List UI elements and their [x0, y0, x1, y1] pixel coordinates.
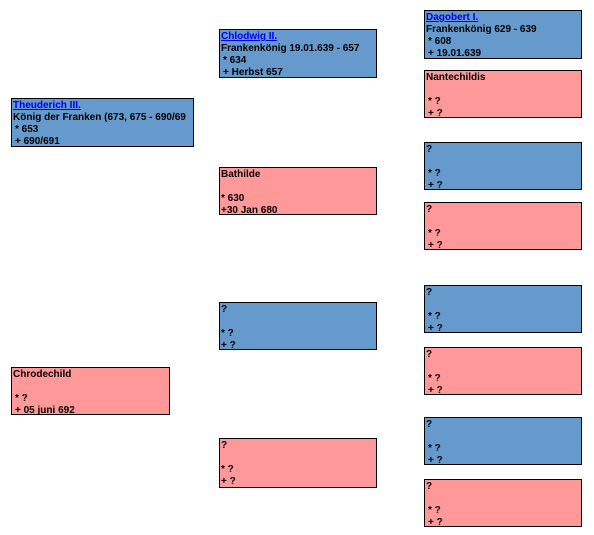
- person-name: ?: [221, 304, 228, 315]
- person-birth: * ?: [428, 228, 441, 239]
- person-name: Chrodechild: [13, 369, 72, 380]
- person-birth: * ?: [428, 443, 441, 454]
- person-title: [426, 156, 580, 168]
- person-unknown: ? * ? + ?: [219, 438, 377, 488]
- person-birth: * ?: [428, 505, 441, 516]
- person-death: + Herbst 657: [223, 67, 283, 78]
- person-unknown: ? * ? + ?: [219, 302, 377, 350]
- person-birth: * ?: [428, 168, 441, 179]
- person-name: ?: [426, 204, 433, 215]
- person-name: Nantechildis: [426, 72, 486, 83]
- person-birth: * 653: [15, 124, 39, 135]
- person-birth: * 630: [221, 193, 245, 204]
- person-birth: * ?: [221, 464, 234, 475]
- person-theuderich-iii: Theuderich III. König der Franken (673, …: [11, 98, 194, 147]
- person-title: [221, 452, 375, 464]
- person-name: ?: [221, 440, 228, 451]
- person-death: + ?: [221, 476, 236, 487]
- person-title: König der Franken (673, 675 - 690/69: [13, 112, 186, 123]
- person-title: Frankenkönig 629 - 639: [426, 24, 537, 35]
- person-birth: * 608: [428, 36, 452, 47]
- person-title: [426, 299, 580, 311]
- person-unknown: ? * ? + ?: [424, 479, 582, 527]
- person-death: + ?: [428, 240, 443, 250]
- person-unknown: ? * ? + ?: [424, 347, 582, 395]
- person-birth: * ?: [15, 393, 28, 404]
- person-birth: * ?: [428, 373, 441, 384]
- person-title: [426, 431, 580, 443]
- person-dagobert-i: Dagobert I. Frankenkönig 629 - 639 * 608…: [424, 10, 582, 59]
- person-bathilde: Bathilde * 630 +30 Jan 680: [219, 167, 377, 215]
- person-death: +30 Jan 680: [221, 205, 278, 215]
- person-death: + ?: [428, 323, 443, 333]
- person-unknown: ? * ? + ?: [424, 417, 582, 465]
- person-nantechildis: Nantechildis * ? + ?: [424, 70, 582, 118]
- person-birth: * ?: [428, 311, 441, 322]
- person-name: ?: [426, 419, 433, 430]
- person-death: + ?: [428, 385, 443, 395]
- person-name-link[interactable]: Chlodwig II.: [221, 31, 278, 42]
- person-death: + ?: [428, 108, 443, 118]
- person-death: + ?: [428, 517, 443, 527]
- person-chlodwig-ii: Chlodwig II. Frankenkönig 19.01.639 - 65…: [219, 29, 377, 78]
- person-unknown: ? * ? + ?: [424, 202, 582, 250]
- person-title: [221, 181, 375, 193]
- person-title: [426, 216, 580, 228]
- person-birth: * ?: [221, 328, 234, 339]
- person-name: ?: [426, 349, 433, 360]
- person-title: [13, 381, 168, 393]
- person-birth: * 634: [223, 55, 247, 66]
- person-title: [221, 316, 375, 328]
- person-death: + 19.01.639: [428, 48, 482, 59]
- person-name: ?: [426, 144, 433, 155]
- person-name: Bathilde: [221, 169, 261, 180]
- person-name: ?: [426, 481, 433, 492]
- person-title: Frankenkönig 19.01.639 - 657: [221, 43, 360, 54]
- person-title: [426, 84, 580, 96]
- person-name-link[interactable]: Dagobert I.: [426, 12, 479, 23]
- person-death: + ?: [428, 180, 443, 190]
- person-unknown: ? * ? + ?: [424, 285, 582, 333]
- person-death: + 690/691: [15, 136, 60, 147]
- person-unknown: ? * ? + ?: [424, 142, 582, 190]
- person-birth: * ?: [428, 96, 441, 107]
- person-death: + ?: [428, 455, 443, 465]
- person-title: [426, 361, 580, 373]
- person-title: [426, 493, 580, 505]
- person-name: ?: [426, 287, 433, 298]
- person-death: + 05 juni 692: [15, 405, 75, 415]
- person-name-link[interactable]: Theuderich III.: [13, 100, 81, 111]
- person-chrodechild: Chrodechild * ? + 05 juni 692: [11, 367, 170, 415]
- person-death: + ?: [221, 340, 236, 350]
